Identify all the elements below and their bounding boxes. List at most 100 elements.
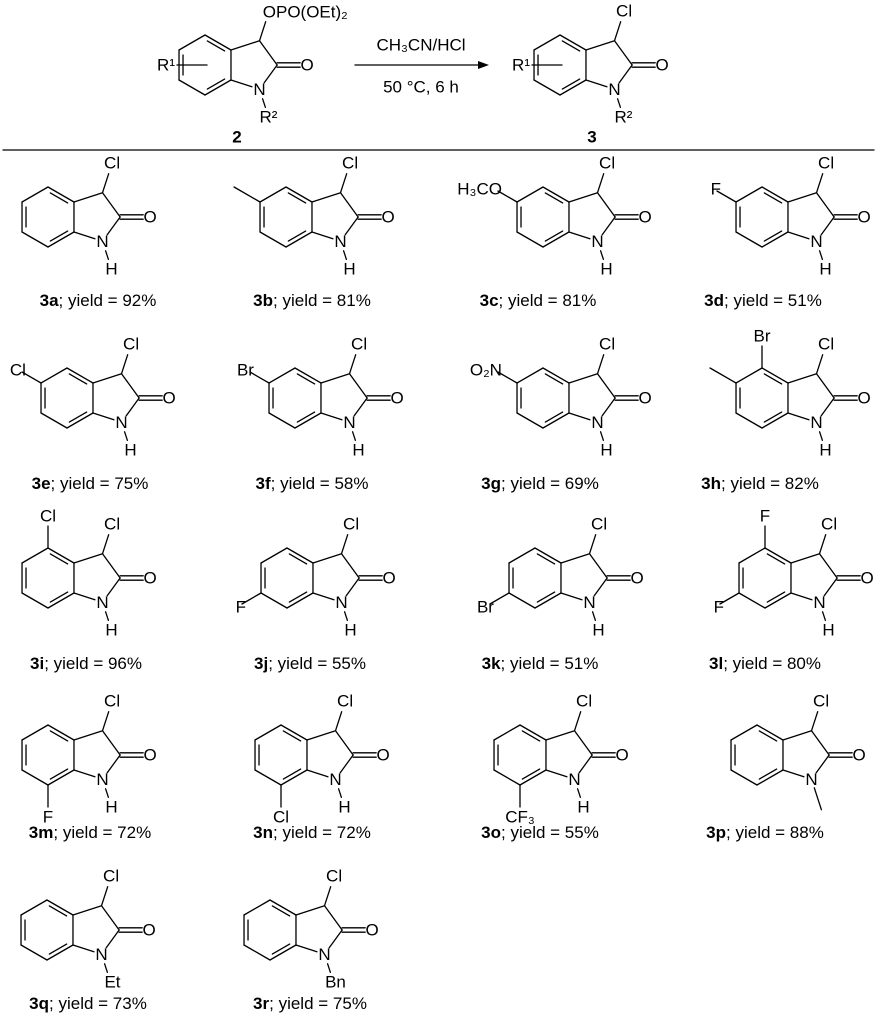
c3-chlorine: Cl (326, 867, 342, 886)
bond (47, 592, 75, 609)
bond (756, 724, 784, 741)
bond (560, 592, 583, 601)
bond (178, 34, 206, 51)
yield-text: ; yield = 75% (51, 474, 149, 493)
bond (560, 553, 591, 564)
bond (72, 905, 103, 916)
carbonyl-oxygen: O (144, 569, 157, 588)
n-substituent: H (105, 797, 117, 816)
double-bond-inner (287, 230, 307, 242)
bond (120, 373, 140, 399)
c3-chlorine: Cl (591, 515, 607, 534)
ring-substituent-pos7: CF₃ (505, 808, 535, 827)
reagents-label: CH₃CN/HCl (376, 36, 465, 55)
carbonyl-oxygen: O (366, 921, 379, 940)
bond (542, 186, 570, 203)
bond (542, 231, 570, 248)
compound-id: 3g (481, 474, 501, 493)
bond (534, 547, 562, 564)
carbonyl-oxygen: O (143, 921, 156, 940)
bond (761, 231, 789, 248)
double-bond-inner (766, 553, 786, 565)
bond (568, 373, 599, 384)
carbonyl-oxygen: O (858, 389, 871, 408)
compound-id: 3q (29, 994, 49, 1013)
c3-bond (323, 886, 332, 907)
compound-id: 3c (480, 291, 499, 310)
bond (312, 553, 343, 564)
bond (92, 373, 123, 384)
bond (735, 231, 763, 248)
nitrogen-atom: N (343, 413, 355, 432)
c3-chlorine: Cl (599, 154, 615, 173)
substituent-bond (21, 371, 42, 384)
c3-bond (596, 173, 605, 194)
c3-chlorine: Cl (343, 515, 359, 534)
c3-chlorine: Cl (337, 692, 353, 711)
n-substituent: Bn (325, 972, 346, 991)
compound-id: 3d (704, 291, 724, 310)
bond (613, 40, 633, 66)
nitrogen-atom: N (329, 770, 341, 789)
n-substituent-bond (104, 250, 110, 260)
n-substituent: H (105, 259, 117, 278)
double-bond-inner (544, 411, 564, 423)
bond (593, 577, 608, 597)
bond (105, 929, 120, 949)
bond (508, 547, 536, 564)
ring-substituent-pos5: Cl (10, 361, 26, 380)
bond (735, 367, 763, 384)
bond (73, 231, 96, 240)
ring-substituent-pos6: F (236, 598, 246, 617)
bond (516, 367, 544, 384)
bond (286, 592, 314, 609)
yield-label: 3i; yield = 96% (30, 654, 142, 673)
c3-bond (348, 354, 357, 375)
bond (320, 412, 343, 421)
double-bond-inner (282, 768, 302, 780)
bond (21, 186, 49, 203)
bond (596, 192, 616, 218)
bond (782, 730, 813, 741)
bond (820, 397, 835, 417)
n-substituent-bond (821, 611, 827, 621)
double-bond-inner (68, 373, 88, 385)
yield-label: 3p; yield = 88% (706, 823, 824, 842)
bond (47, 231, 75, 248)
yield-label: 3h; yield = 82% (701, 474, 819, 493)
c3-bond (339, 173, 348, 194)
yield-label: 3m; yield = 72% (29, 823, 151, 842)
yield-text: ; yield = 51% (501, 654, 599, 673)
bond (72, 944, 95, 953)
bond (596, 373, 616, 399)
methyl-bond (233, 186, 261, 203)
double-bond-inner (49, 591, 69, 603)
bond (106, 577, 121, 597)
nitrogen-atom: N (591, 413, 603, 432)
n-substituent-bond (326, 963, 332, 973)
bond (508, 592, 536, 609)
bond (269, 944, 297, 961)
compound-id: 3a (40, 291, 59, 310)
bond (568, 231, 591, 240)
c3-bond (596, 354, 605, 375)
compound-id: 3m (29, 823, 54, 842)
c3-chlorine: Cl (123, 335, 139, 354)
nitrogen-atom: N (608, 80, 620, 99)
n-substituent: Et (104, 972, 120, 991)
bond (559, 79, 587, 96)
yield-label: 3g; yield = 69% (481, 474, 599, 493)
bond (568, 412, 591, 421)
carbonyl-oxygen: O (383, 569, 396, 588)
n-substituent-bond (337, 788, 343, 798)
carbonyl-oxygen: O (301, 56, 314, 75)
yield-label: 3n; yield = 72% (253, 823, 371, 842)
c3-chlorine: Cl (576, 692, 592, 711)
bond (125, 397, 140, 417)
bond (787, 412, 810, 421)
n-substituent-bond (342, 250, 348, 260)
bond (585, 79, 608, 88)
double-bond-inner (206, 40, 226, 52)
